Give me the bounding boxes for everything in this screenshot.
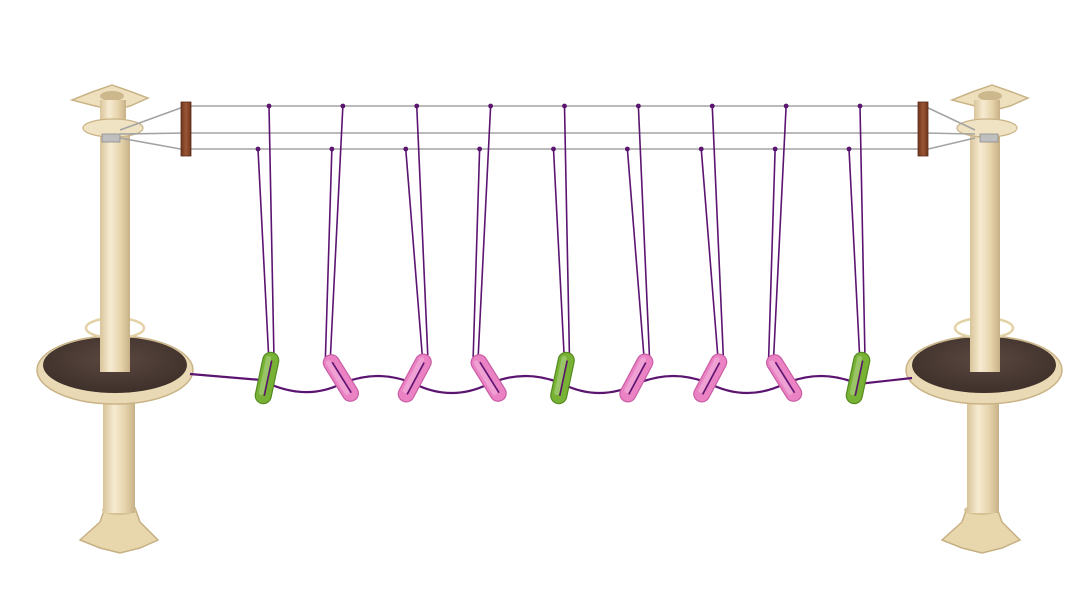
rope-knot	[488, 103, 494, 109]
step-body	[550, 351, 575, 405]
step-highlight	[554, 355, 567, 396]
rope-knot	[635, 103, 641, 109]
bottom-connecting-rope	[189, 372, 913, 394]
step-highlight	[325, 360, 350, 395]
hanging-rope	[859, 105, 866, 359]
rope-knot	[329, 146, 335, 152]
hanging-rope	[711, 105, 725, 361]
left-wood-beam	[180, 101, 192, 157]
left-cable-clamp	[101, 133, 121, 143]
pink-swing-step	[322, 354, 360, 402]
hanging-ropes	[255, 103, 866, 366]
right-post-base	[940, 507, 1022, 554]
rope-knot	[562, 103, 567, 109]
step-rope-through	[479, 361, 500, 394]
rope-knot	[698, 146, 704, 152]
right-post-lower	[967, 395, 999, 513]
step-highlight	[402, 357, 425, 394]
pink-swing-step	[765, 354, 803, 402]
rope-knot	[783, 103, 789, 109]
rope-knot	[255, 146, 261, 152]
left-post-upper	[100, 132, 130, 372]
rope-knot	[266, 103, 272, 109]
step-highlight	[698, 357, 720, 394]
rope-knot	[551, 146, 556, 152]
hanging-rope	[848, 148, 861, 363]
step-rope-through	[628, 362, 647, 395]
step-rope-through	[263, 360, 273, 396]
steel-cables	[119, 105, 976, 151]
pink-swing-step	[397, 353, 432, 403]
right-post-upper	[970, 132, 1000, 372]
rope-knot	[857, 103, 863, 109]
step-highlight	[624, 357, 646, 394]
hanging-rope	[324, 148, 333, 366]
rope-knot	[846, 146, 852, 152]
right-wood-beam	[917, 101, 929, 157]
step-rope-through	[854, 360, 864, 396]
rope-knot	[340, 103, 346, 109]
pink-swing-step	[619, 353, 654, 403]
swinging-steps	[254, 351, 871, 405]
step-rope-through	[331, 361, 352, 394]
hanging-rope	[477, 105, 492, 362]
right-post-assembly	[905, 84, 1063, 554]
left-post-lower	[103, 395, 135, 513]
hanging-rope	[404, 148, 424, 365]
step-body	[845, 351, 871, 405]
left-post-base	[78, 507, 160, 554]
hanging-rope	[626, 148, 646, 365]
hanging-rope	[472, 148, 481, 366]
hanging-rope	[772, 105, 787, 362]
step-highlight	[258, 355, 272, 396]
green-swing-step	[845, 351, 871, 405]
hanging-rope	[552, 148, 566, 363]
right-cable-clamp	[979, 133, 999, 143]
hanging-rope	[700, 148, 720, 365]
green-swing-step	[550, 351, 575, 405]
rope-knot	[414, 103, 420, 109]
hanging-rope	[257, 148, 270, 363]
rope-knot	[403, 146, 409, 152]
hanging-rope	[268, 105, 275, 359]
step-highlight	[769, 360, 793, 395]
rope-knot	[477, 146, 483, 152]
hanging-rope	[637, 105, 651, 361]
hanging-rope	[563, 105, 571, 359]
step-rope-through	[558, 360, 569, 396]
green-swing-step	[254, 351, 280, 405]
hanging-rope	[329, 105, 344, 362]
hanging-rope	[415, 105, 429, 361]
step-highlight	[473, 360, 498, 395]
pink-swing-step	[693, 353, 728, 403]
rope-knot	[624, 146, 630, 152]
rope-knot	[772, 146, 778, 152]
left-post-assembly	[36, 84, 194, 554]
pink-swing-step	[470, 354, 507, 402]
step-rope-through	[774, 361, 796, 394]
hanging-rope	[767, 148, 776, 366]
step-rope-through	[701, 362, 721, 395]
rope-knot	[709, 103, 715, 109]
step-highlight	[849, 355, 863, 396]
step-rope-through	[406, 362, 425, 395]
step-body	[254, 351, 280, 405]
